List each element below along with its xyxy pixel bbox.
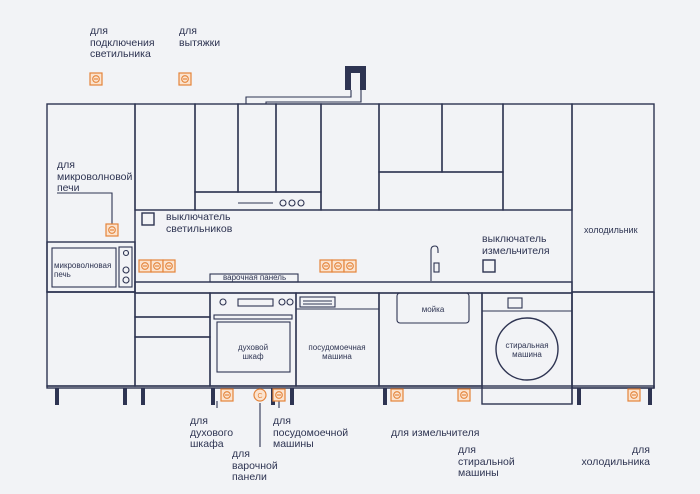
switch-icon <box>141 212 155 226</box>
duct-icon <box>245 66 366 104</box>
socket-icon <box>178 72 192 86</box>
svg-text:С: С <box>257 393 262 400</box>
socket-icon <box>627 388 641 402</box>
oven-socket-label: для духового шкафа <box>190 415 234 450</box>
sink-label: мойка <box>421 305 445 314</box>
grinder-switch-label: выключатель измельчителя <box>482 233 550 257</box>
lower-cabinets <box>46 291 655 389</box>
oven-appliance <box>209 292 297 387</box>
socket-icon <box>319 259 357 273</box>
hood-socket-label: для вытяжки <box>179 25 221 49</box>
dishwasher-socket-label: для посудомоечной машины <box>273 415 349 450</box>
microwave-socket-label: для микроволновой печи <box>57 159 133 194</box>
socket-icon <box>89 72 103 86</box>
switch-icon <box>482 259 496 273</box>
washer-socket-label: для стиральной машины <box>458 444 515 479</box>
dishwasher-appliance <box>295 292 380 387</box>
oven-label: духовой шкаф <box>237 343 269 361</box>
dishwasher-label: посудомоечная машина <box>308 343 366 361</box>
socket-icon <box>220 388 234 402</box>
cabinet-legs <box>55 388 652 405</box>
socket-icon <box>457 388 471 402</box>
range-hood <box>194 191 322 211</box>
fridge-socket-label: для холодильника <box>581 444 650 468</box>
microwave-label: микроволновая печь <box>54 261 112 279</box>
fridge-label: холодильник <box>584 225 638 235</box>
light-switch-label: выключатель светильников <box>166 211 233 235</box>
socket-icon <box>272 388 286 402</box>
cooktop-socket-label: для варочной панели <box>232 448 278 483</box>
socket-icon <box>105 223 119 237</box>
cooktop-label: варочная панель <box>223 273 287 282</box>
cooktop-socket-icon: С <box>253 388 267 402</box>
washer-appliance <box>481 292 573 405</box>
socket-icon <box>390 388 404 402</box>
light-socket-label: для подключения светильника <box>90 25 155 60</box>
grinder-socket-label: для измельчителя <box>391 427 480 439</box>
leader-lines <box>57 192 280 447</box>
socket-icon <box>138 259 176 273</box>
washer-label: стиральная машина <box>505 341 549 359</box>
